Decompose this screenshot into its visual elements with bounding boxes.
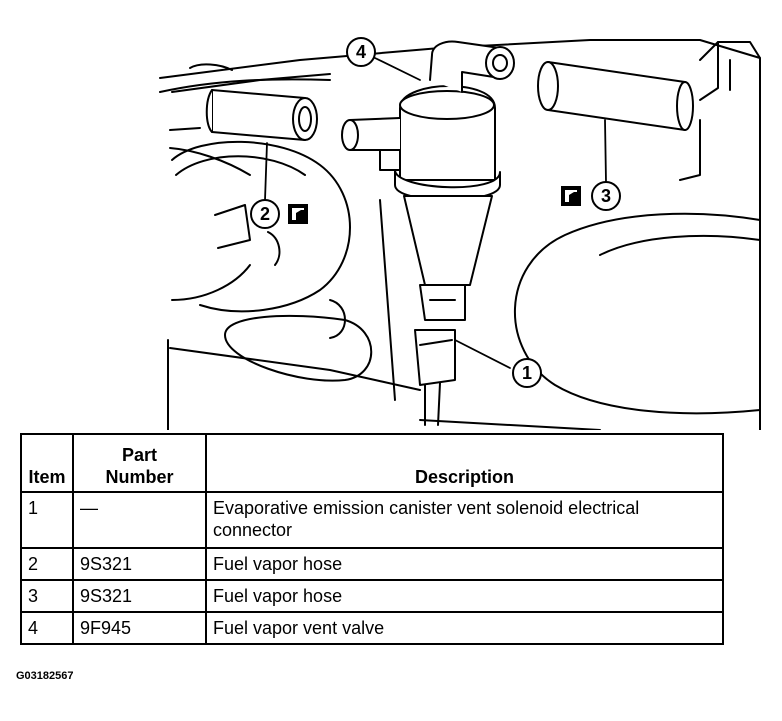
header-item: Item	[20, 433, 74, 493]
leader-lines	[264, 57, 607, 369]
cell-part-number: 9S321	[72, 547, 207, 581]
callout-1: 1	[512, 358, 542, 388]
cell-item: 2	[20, 547, 74, 581]
hose-3	[537, 61, 694, 131]
callout-1-label: 1	[522, 363, 532, 383]
callout-2: 2	[250, 199, 280, 229]
cell-description: Fuel vapor vent valve	[205, 611, 724, 645]
table-row: 1 — Evaporative emission canister vent s…	[20, 491, 724, 549]
header-part-number-line2: Number	[105, 467, 174, 487]
cell-description: Fuel vapor hose	[205, 547, 724, 581]
header-part-number: Part Number	[72, 433, 207, 493]
table-row: 4 9F945 Fuel vapor vent valve	[20, 611, 724, 645]
cell-part-number: 9F945	[72, 611, 207, 645]
header-description: Description	[205, 433, 724, 493]
hose-2	[205, 89, 318, 141]
cell-part-number: 9S321	[72, 579, 207, 613]
cell-part-number: —	[72, 491, 207, 549]
table-row: 2 9S321 Fuel vapor hose	[20, 547, 724, 581]
header-part-number-line1: Part	[121, 445, 157, 465]
service-info-icon	[561, 186, 581, 206]
callout-4-label: 4	[356, 42, 366, 62]
vent-valve	[341, 40, 515, 426]
parts-table: Item Part Number Description 1 — Evapora…	[20, 433, 724, 645]
callout-3: 3	[591, 181, 621, 211]
figure-code: G03182567	[16, 670, 74, 682]
cell-item: 1	[20, 491, 74, 549]
table-header-row: Item Part Number Description	[20, 433, 724, 493]
body-panel	[159, 39, 761, 430]
cell-description: Fuel vapor hose	[205, 579, 724, 613]
vent-valve-diagram: 1 2 3 4	[159, 37, 761, 430]
cell-item: 3	[20, 579, 74, 613]
callout-3-label: 3	[601, 186, 611, 206]
callout-2-label: 2	[260, 204, 270, 224]
cell-item: 4	[20, 611, 74, 645]
left-opening	[171, 140, 351, 313]
callout-4: 4	[346, 37, 376, 67]
service-info-icon	[288, 204, 308, 224]
right-opening	[513, 212, 761, 415]
table-row: 3 9S321 Fuel vapor hose	[20, 579, 724, 613]
cell-description: Evaporative emission canister vent solen…	[205, 491, 724, 549]
